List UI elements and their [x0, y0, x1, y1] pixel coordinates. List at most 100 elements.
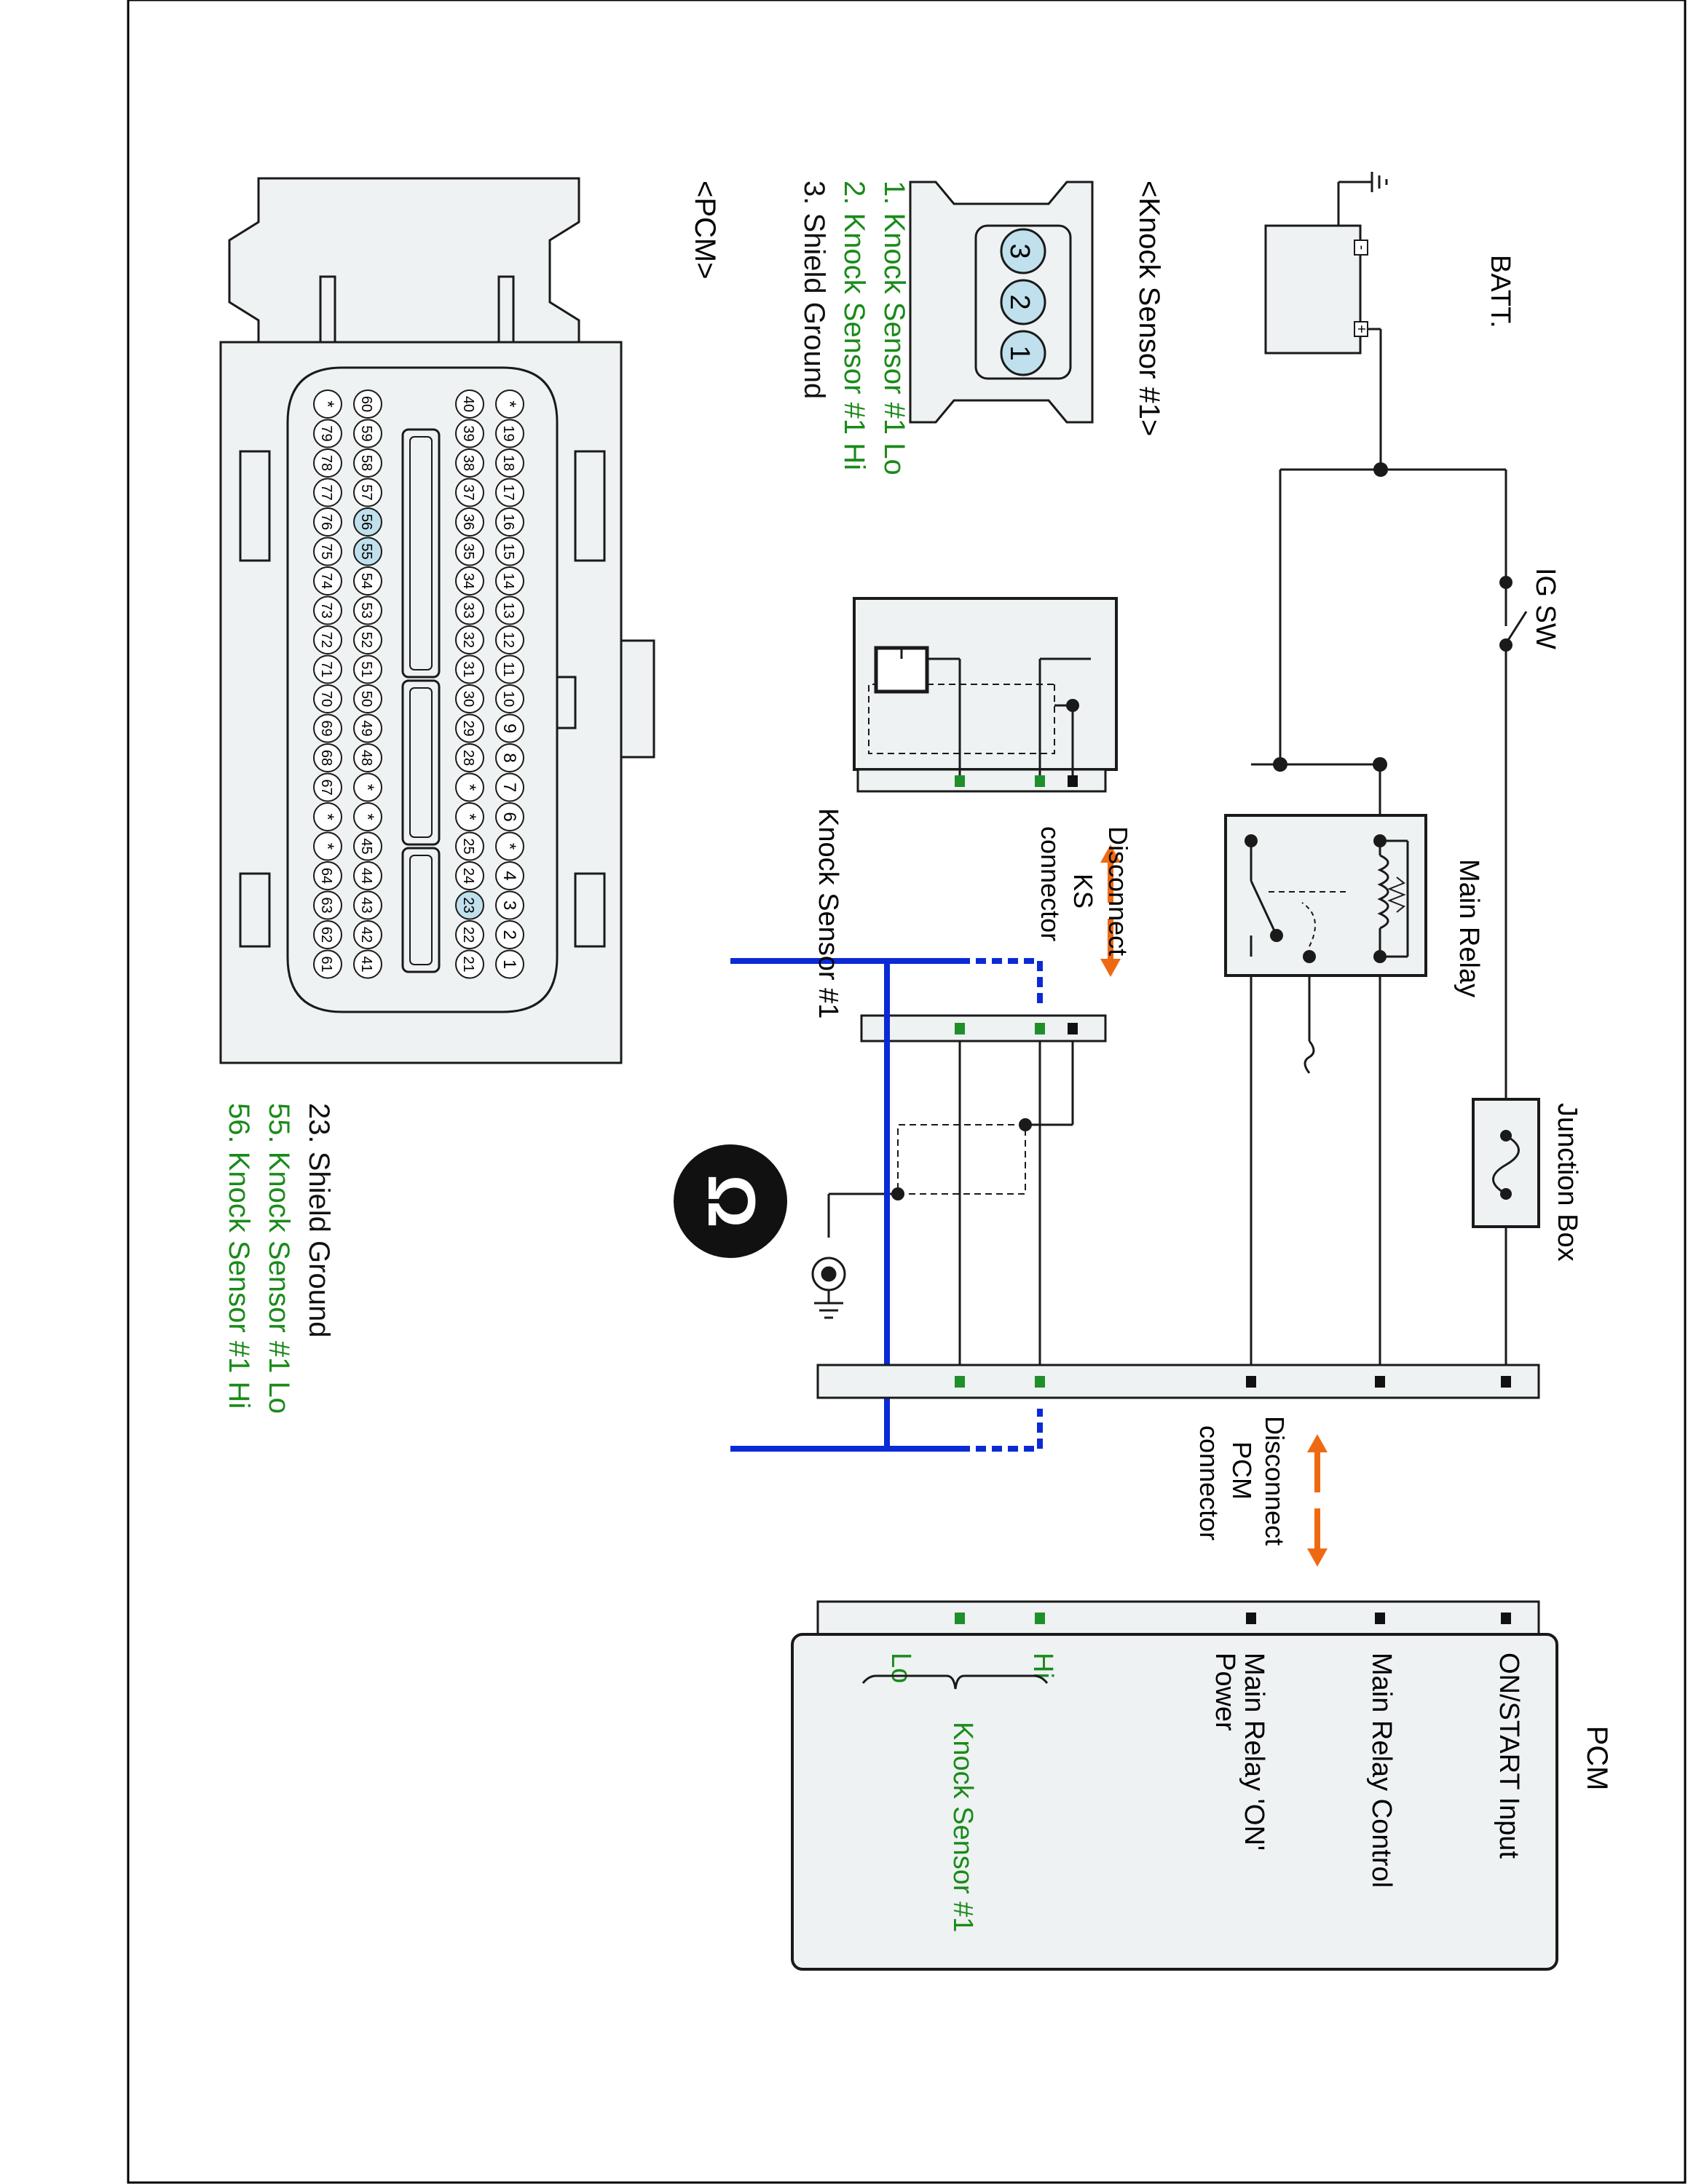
pcm-term-3: Main Relay 'ON': [1239, 1653, 1269, 1851]
pcm-pin-label: 76: [318, 514, 334, 530]
pcm-pin-3: [495, 890, 524, 920]
pcm-pin-label: 55: [358, 543, 374, 559]
pcm-pin-44: [353, 861, 382, 890]
pcm-pin-label: 49: [358, 720, 374, 736]
pcm-pin-79: [313, 419, 342, 448]
pcm-pin-25: [455, 831, 484, 861]
ig-sw-text: IG SW: [1530, 568, 1561, 649]
rotated-diagram: - + BATT. IG SW: [674, 172, 1558, 1971]
pcm-pin-label: *: [500, 843, 519, 850]
pcm-pin-73: [313, 596, 342, 625]
sensor-wires: [827, 1041, 1074, 1365]
ks-disc-3: connector: [1036, 826, 1065, 941]
pcm-box-title: PCM: [1581, 1726, 1613, 1791]
pcm-connector-bar: [816, 1364, 1540, 1399]
pcm-pin-39: [455, 419, 484, 448]
pcm-pin-40: [455, 389, 484, 419]
pcm-pin-label: 23: [460, 897, 476, 913]
pcm-pin-22: [455, 920, 484, 949]
pcm-pin-15: [495, 537, 524, 566]
pcm-pin-label: 53: [358, 602, 374, 618]
pcm-pin-56: [353, 507, 382, 537]
pcm-disc-1: Disconnect: [1260, 1416, 1290, 1546]
pcm-pin-67: [313, 772, 342, 802]
pcm-pin-71: [313, 654, 342, 684]
ks-disconnect-arrow-icon: [1100, 844, 1121, 977]
main-relay: Main Relay: [1224, 814, 1427, 977]
pcm-pin-32: [455, 625, 484, 654]
pcm-pin-label: 71: [318, 661, 334, 677]
pcm-pin-1: [495, 949, 524, 979]
pcm-disc-3: connector: [1194, 1425, 1224, 1540]
pcm-pin-label: 17: [500, 484, 516, 500]
pcm-pin-19: [495, 419, 524, 448]
ks-pin-3: 3: [1004, 243, 1035, 258]
pcm-pin-label: 3: [500, 901, 519, 910]
pcm-legend-1: 23. Shield Ground: [303, 1103, 335, 1337]
pcm-pin-label: 36: [460, 514, 476, 530]
pcm-connector-housing: *191817161514131211109876*43214039383736…: [219, 177, 655, 1064]
ig-switch-blade: [1504, 611, 1528, 644]
pcm-box: PCM ON/START Input: [791, 1600, 1558, 1971]
pcm-pin-59: [353, 419, 382, 448]
pcm-pin-label: 45: [358, 838, 374, 854]
chassis-ground-icon: [811, 1257, 846, 1319]
pcm-pin-label: 44: [358, 868, 374, 884]
pcm-pin-label: *: [318, 400, 337, 407]
pcm-pin-53: [353, 596, 382, 625]
pcm-pin-unused: [353, 802, 382, 831]
pcm-pin-label: *: [460, 784, 479, 791]
pcm-pin-label: 9: [500, 724, 519, 733]
pcm-pin-35: [455, 537, 484, 566]
pcm-pin-label: 63: [318, 897, 334, 913]
ks-legend-1: 1. Knock Sensor #1 Lo: [878, 181, 910, 475]
pcm-pin-18: [495, 448, 524, 478]
pcm-pin-unused: [455, 772, 484, 802]
pcm-pin-33: [455, 596, 484, 625]
pcm-pin-label: 75: [318, 543, 334, 559]
pcm-pin-unused: [495, 831, 524, 861]
pcm-pin-label: 18: [500, 455, 516, 471]
pcm-pin-68: [313, 743, 342, 772]
pcm-pin-51: [353, 654, 382, 684]
pcm-pin-label: 39: [460, 425, 476, 441]
pcm-disc-2: PCM: [1227, 1441, 1257, 1500]
pcm-pin-78: [313, 448, 342, 478]
pcm-pin-52: [353, 625, 382, 654]
pcm-pin-64: [313, 861, 342, 890]
pcm-pin-label: 41: [358, 956, 374, 972]
ohm-symbol: Ω: [694, 1174, 768, 1228]
knock-sensor-brace: [861, 1674, 1049, 1690]
pcm-pin-38: [455, 448, 484, 478]
pcm-pin-69: [313, 713, 342, 743]
ks-legend-3: 3. Shield Ground: [798, 181, 830, 399]
pcm-term-2: Main Relay Control: [1366, 1653, 1397, 1888]
pcm-pin-60: [353, 389, 382, 419]
pcm-pin-label: 56: [358, 514, 374, 530]
pcm-pin-label: 21: [460, 956, 476, 972]
pcm-pin-37: [455, 478, 484, 507]
pcm-pin-unused: [313, 389, 342, 419]
pcm-pin-label: 25: [460, 838, 476, 854]
pcm-pin-31: [455, 654, 484, 684]
pcm-pin-75: [313, 537, 342, 566]
junction-box-text: Junction Box: [1552, 1103, 1582, 1262]
pcm-pin-label: 28: [460, 750, 476, 766]
pcm-pin-label: 6: [500, 812, 519, 821]
pcm-pin-label: 51: [358, 661, 374, 677]
pcm-pin-label: 68: [318, 750, 334, 766]
pcm-pin-36: [455, 507, 484, 537]
pcm-pin-label: 16: [500, 514, 516, 530]
pcm-pin-label: 73: [318, 602, 334, 618]
battery: - + BATT.: [1264, 224, 1370, 355]
pcm-pin-label: *: [318, 843, 337, 850]
battery-minus-sign: -: [1354, 245, 1370, 250]
pcm-disconnect-arrow-icon: [1307, 1434, 1328, 1567]
pcm-pin-label: 78: [318, 455, 334, 471]
pcm-pin-13: [495, 596, 524, 625]
pcm-pin-label: 1: [500, 960, 519, 969]
pcm-pin-label: 35: [460, 543, 476, 559]
pcm-pin-label: 32: [460, 632, 476, 648]
pcm-pin-label: 62: [318, 927, 334, 943]
pcm-term-1: ON/START Input: [1494, 1653, 1524, 1859]
